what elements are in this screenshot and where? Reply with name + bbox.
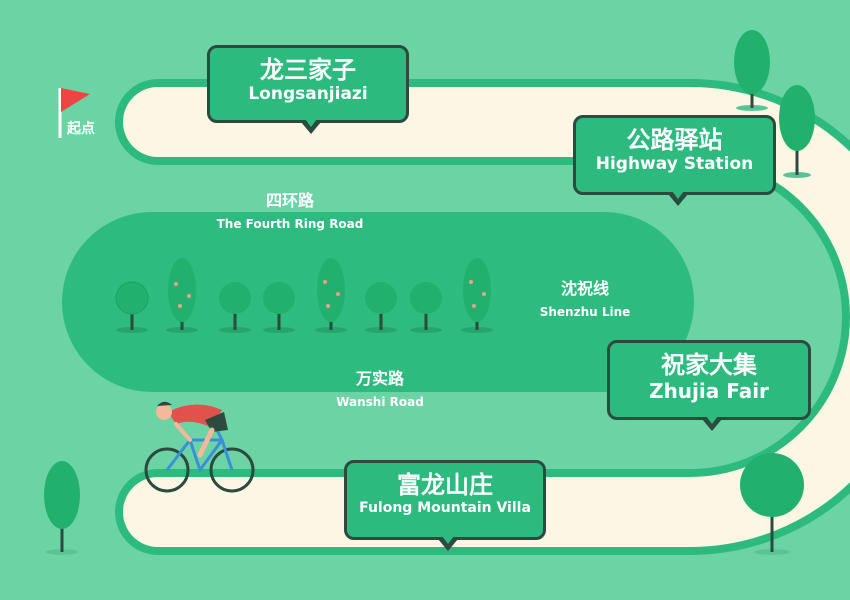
tree-icon [219, 282, 251, 333]
callout-pointer [438, 536, 458, 551]
stop-name-cn: 龙三家子 [260, 56, 356, 84]
road-label-wanshi-road: 万实路 Wanshi Road [320, 365, 440, 409]
tree-icon [315, 258, 347, 333]
tree-icon [166, 258, 198, 333]
road-name-en: Shenzhu Line [539, 305, 631, 319]
stop-name-cn: 祝家大集 [661, 351, 757, 379]
road-name-cn: 万实路 [355, 369, 404, 388]
stop-name-en: Highway Station [595, 153, 754, 174]
stop-name-cn: 富龙山庄 [397, 471, 493, 499]
tree-icon [263, 282, 295, 333]
callout-pointer [301, 119, 321, 134]
road-name-cn: 沈祝线 [560, 279, 609, 298]
tree-icon [410, 282, 442, 333]
road-name-en: Wanshi Road [336, 395, 424, 409]
tree-icon [740, 453, 804, 555]
tree-icon [365, 282, 397, 333]
cyclist-icon [144, 401, 255, 493]
stop-callout-highway-station[interactable]: 公路驿站 Highway Station [573, 115, 776, 206]
stop-callout-fulong-mountain-villa[interactable]: 富龙山庄 Fulong Mountain Villa [344, 460, 546, 551]
start-flag-icon [58, 88, 90, 138]
stop-name-en: Longsanjiazi [248, 83, 368, 104]
tree-icon [734, 30, 770, 111]
stop-callout-longsanjiazi[interactable]: 龙三家子 Longsanjiazi [207, 45, 409, 134]
callout-pointer [702, 416, 722, 431]
tree-icon [461, 258, 493, 333]
road-label-shenzhu-line: 沈祝线 Shenzhu Line [525, 275, 645, 319]
start-label: 起点 [67, 121, 95, 137]
stop-name-en: Zhujia Fair [649, 378, 769, 403]
stop-callout-zhujia-fair[interactable]: 祝家大集 Zhujia Fair [607, 340, 811, 431]
road-label-fourth-ring: 四环路 The Fourth Ring Road [210, 187, 370, 231]
stop-name-cn: 公路驿站 [626, 126, 723, 154]
road-name-cn: 四环路 [265, 191, 314, 210]
tree-icon [115, 281, 149, 333]
tree-icon [779, 85, 815, 178]
stop-name-en: Fulong Mountain Villa [359, 499, 531, 516]
callout-pointer [668, 191, 688, 206]
tree-icon [44, 461, 80, 555]
road-name-en: The Fourth Ring Road [216, 217, 364, 231]
